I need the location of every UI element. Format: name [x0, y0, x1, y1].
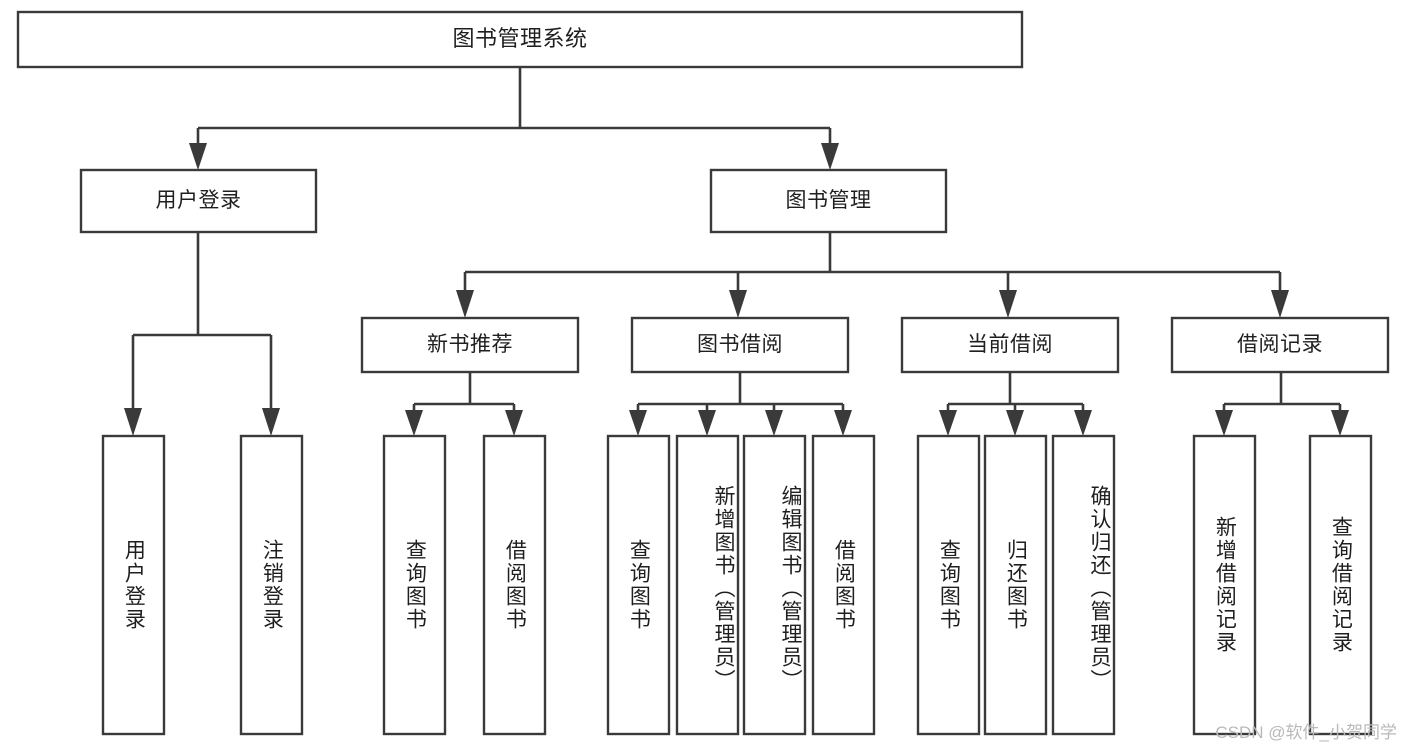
- node-borrow-record[interactable]: [1170, 316, 1390, 374]
- arrowhead-leaf-query-book-2: [629, 410, 647, 436]
- arrowhead-current-borrow: [999, 290, 1017, 318]
- arrowhead-leaf-add-book: [698, 410, 716, 436]
- arrowhead-leaf-user-login: [124, 408, 142, 436]
- node-leaf-add-record[interactable]: [1192, 434, 1257, 736]
- node-book-management[interactable]: [709, 168, 948, 234]
- node-leaf-query-record[interactable]: [1308, 434, 1373, 736]
- arrowhead-new-book-recommend: [456, 290, 474, 318]
- node-leaf-query-book-2[interactable]: [606, 434, 671, 736]
- arrowhead-user-login: [189, 143, 207, 170]
- arrowhead-leaf-borrow-book-2: [834, 410, 852, 436]
- node-leaf-edit-book[interactable]: [742, 434, 807, 736]
- arrowhead-leaf-query-book-3: [939, 410, 957, 436]
- arrowhead-borrow-record: [1271, 290, 1289, 318]
- arrowhead-leaf-query-book-1: [405, 410, 423, 436]
- arrowhead-leaf-logout-login: [262, 408, 280, 436]
- arrowhead-book-management: [821, 143, 839, 170]
- node-new-book-recommend[interactable]: [360, 316, 580, 374]
- node-root-book-management-system[interactable]: [16, 10, 1024, 69]
- node-current-borrow[interactable]: [900, 316, 1120, 374]
- node-leaf-add-book[interactable]: [675, 434, 740, 736]
- arrowhead-leaf-edit-book: [765, 410, 783, 436]
- node-leaf-query-book-1[interactable]: [382, 434, 447, 736]
- arrowhead-leaf-add-record: [1215, 410, 1233, 436]
- node-leaf-logout-login[interactable]: [239, 434, 304, 736]
- arrowhead-leaf-borrow-book-1: [505, 410, 523, 436]
- node-leaf-borrow-book-2[interactable]: [811, 434, 876, 736]
- node-leaf-return-book[interactable]: [983, 434, 1048, 736]
- watermark-text: CSDN @软件_小贺同学: [1215, 723, 1397, 742]
- node-user-login[interactable]: [79, 168, 318, 234]
- arrowhead-leaf-query-record: [1331, 410, 1349, 436]
- node-leaf-query-book-3[interactable]: [916, 434, 981, 736]
- arrowhead-leaf-return-book: [1006, 410, 1024, 436]
- node-book-borrow[interactable]: [630, 316, 850, 374]
- node-leaf-user-login[interactable]: [101, 434, 166, 736]
- node-leaf-borrow-book-1[interactable]: [482, 434, 547, 736]
- arrowhead-leaf-confirm-return: [1074, 410, 1092, 436]
- node-leaf-confirm-return[interactable]: [1051, 434, 1116, 736]
- arrowhead-book-borrow: [729, 290, 747, 318]
